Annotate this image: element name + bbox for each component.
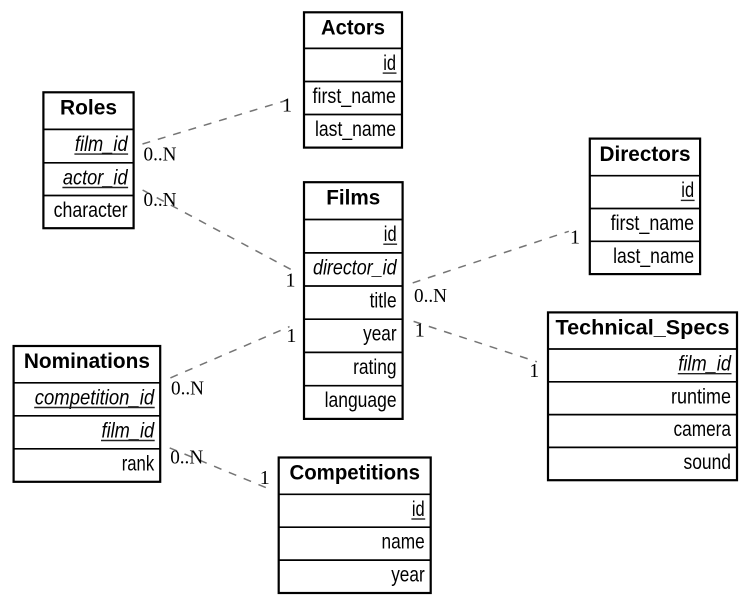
svg-text:runtime: runtime	[671, 385, 731, 408]
svg-text:film_id: film_id	[75, 133, 129, 156]
svg-text:1: 1	[286, 325, 296, 347]
svg-text:name: name	[382, 531, 425, 554]
svg-text:0..N: 0..N	[144, 144, 177, 166]
svg-text:Actors: Actors	[321, 16, 385, 40]
svg-text:rank: rank	[122, 452, 155, 475]
svg-text:film_id: film_id	[678, 353, 732, 376]
svg-text:character: character	[54, 199, 128, 222]
svg-text:1: 1	[282, 95, 292, 117]
svg-text:1: 1	[286, 270, 296, 292]
svg-text:1: 1	[570, 227, 580, 249]
svg-text:1: 1	[529, 360, 539, 382]
svg-text:id: id	[384, 223, 397, 246]
svg-text:first_name: first_name	[313, 85, 397, 108]
svg-text:Nominations: Nominations	[24, 349, 150, 373]
svg-text:first_name: first_name	[611, 212, 695, 235]
svg-text:competition_id: competition_id	[35, 386, 156, 409]
svg-text:1: 1	[415, 320, 425, 342]
svg-text:last_name: last_name	[315, 118, 396, 141]
svg-text:Competitions: Competitions	[289, 461, 420, 485]
svg-text:sound: sound	[684, 451, 732, 474]
svg-text:id: id	[412, 498, 425, 521]
svg-text:Films: Films	[326, 185, 380, 209]
svg-text:1: 1	[260, 467, 270, 489]
svg-text:year: year	[391, 564, 425, 587]
svg-text:id: id	[383, 52, 396, 75]
svg-text:Roles: Roles	[60, 96, 117, 120]
svg-text:last_name: last_name	[613, 245, 694, 268]
svg-text:0..N: 0..N	[171, 377, 204, 399]
svg-text:id: id	[681, 179, 694, 202]
svg-text:Directors: Directors	[600, 142, 691, 166]
svg-text:year: year	[363, 323, 397, 346]
svg-text:film_id: film_id	[102, 419, 156, 442]
svg-text:actor_id: actor_id	[63, 166, 129, 189]
svg-text:0..N: 0..N	[414, 285, 447, 307]
svg-text:0..N: 0..N	[144, 189, 177, 211]
svg-text:camera: camera	[674, 418, 732, 441]
svg-text:Technical_Specs: Technical_Specs	[556, 316, 730, 340]
svg-text:title: title	[370, 290, 397, 313]
svg-text:0..N: 0..N	[170, 447, 203, 469]
svg-text:rating: rating	[353, 356, 397, 379]
svg-text:language: language	[325, 389, 397, 412]
svg-text:director_id: director_id	[313, 256, 398, 279]
